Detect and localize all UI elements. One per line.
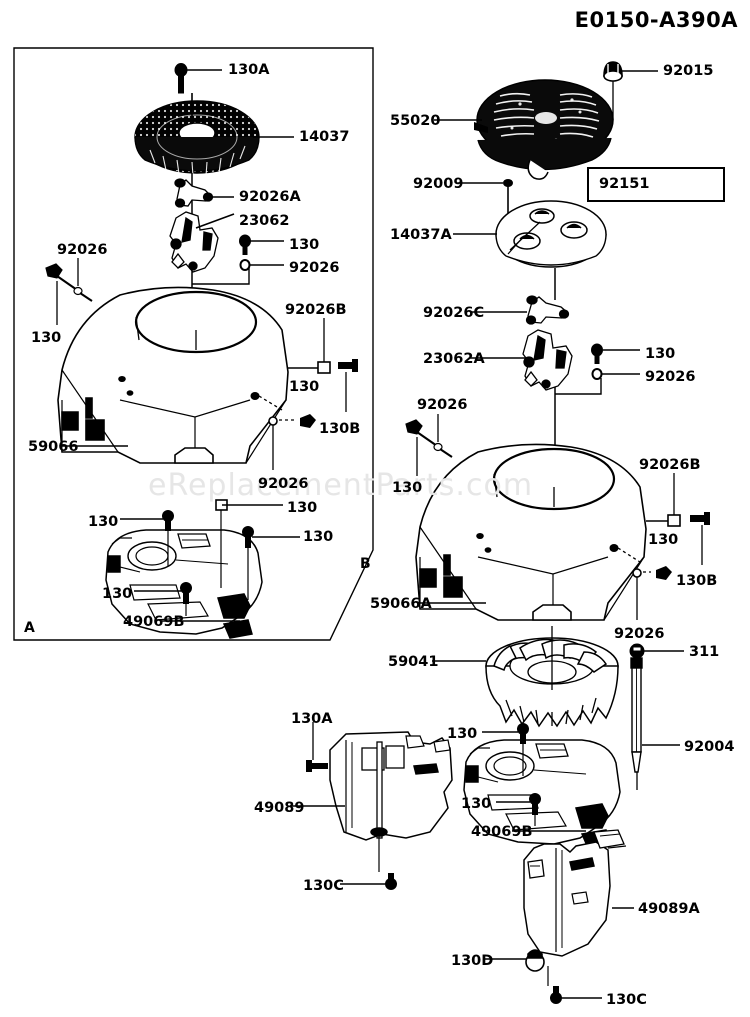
callout-label-92026b[interactable]: 92026B (639, 457, 701, 473)
part-92026-left-clip (45, 263, 93, 302)
inset-box-92151: 92151 (587, 167, 725, 202)
callout-label-49069b[interactable]: 49069B (123, 614, 185, 630)
callout-label-92026[interactable]: 92026 (614, 626, 665, 642)
callout-label-130[interactable]: 130 (287, 500, 318, 516)
part-92015-cap-nut (603, 61, 623, 82)
part-92026c-clamp (525, 295, 570, 325)
callout-label-130d[interactable]: 130D (451, 953, 494, 969)
callout-label-49089a[interactable]: 49089A (638, 901, 700, 917)
part-130a-bottom-bolt (306, 760, 328, 772)
callout-label-92026[interactable]: 92026 (645, 369, 696, 385)
part-59066-blower-housing (57, 286, 289, 464)
part-49089-shroud (329, 731, 453, 841)
callout-label-55020[interactable]: 55020 (390, 113, 441, 129)
callout-label-92026a[interactable]: 92026A (239, 189, 301, 205)
callout-label-130[interactable]: 130 (303, 529, 334, 545)
callout-label-130c[interactable]: 130C (606, 992, 647, 1008)
callout-label-59041[interactable]: 59041 (388, 654, 439, 670)
part-49069b-baffle-right (463, 739, 621, 849)
part-311-spring-cap (629, 643, 645, 659)
callout-label-92009[interactable]: 92009 (413, 176, 464, 192)
callout-label-49089[interactable]: 49089 (254, 800, 305, 816)
part-23062a-bracket (522, 329, 573, 391)
callout-label-130[interactable]: 130 (102, 586, 133, 602)
callout-label-59066[interactable]: 59066 (28, 439, 79, 455)
part-130-left-nut (300, 414, 316, 428)
part-130-right-nut (656, 566, 672, 580)
callout-label-14037a[interactable]: 14037A (390, 227, 452, 243)
callout-label-92026[interactable]: 92026 (417, 397, 468, 413)
part-130-right-bolt (591, 343, 603, 364)
part-49069b-baffle (105, 529, 263, 639)
part-59066a-blower-housing (415, 443, 647, 621)
callout-label-130[interactable]: 130 (392, 480, 423, 496)
callout-label-130[interactable]: 130 (31, 330, 62, 346)
callout-label-130b[interactable]: 130B (676, 573, 718, 589)
callout-label-92026[interactable]: 92026 (258, 476, 309, 492)
callout-label-92026c[interactable]: 92026C (423, 305, 485, 321)
callout-label-92004[interactable]: 92004 (684, 739, 735, 755)
callout-label-23062[interactable]: 23062 (239, 213, 290, 229)
part-23062-bracket (169, 211, 219, 273)
part-55020-recoil-starter (474, 79, 614, 180)
part-92026a-clamp (174, 178, 214, 208)
group-box-marker-b: B (360, 556, 371, 572)
callout-label-49069b[interactable]: 49069B (471, 824, 533, 840)
part-130b-left-bolt (338, 359, 358, 372)
group-box-a (13, 47, 374, 641)
part-59041-cooling-fan (485, 626, 619, 728)
part-130c-bolt-bottom (550, 986, 562, 1004)
callout-label-130a[interactable]: 130A (228, 62, 270, 78)
callout-label-92015[interactable]: 92015 (663, 63, 714, 79)
part-130d-bolt (525, 949, 545, 972)
part-130a-left (174, 63, 188, 94)
callout-label-130[interactable]: 130 (289, 237, 320, 253)
callout-label-130c[interactable]: 130C (303, 878, 344, 894)
part-92026-right-clip (405, 419, 453, 458)
callout-label-92026[interactable]: 92026 (289, 260, 340, 276)
part-130-left-mid (239, 234, 251, 255)
part-130c-bolt-left (385, 873, 397, 890)
callout-label-23062a[interactable]: 23062A (423, 351, 485, 367)
callout-label-92026[interactable]: 92026 (57, 242, 108, 258)
part-92004-rod (630, 657, 643, 773)
callout-label-311[interactable]: 311 (689, 644, 720, 660)
callout-label-130[interactable]: 130 (645, 346, 676, 362)
part-14037a-flywheel-screen (495, 200, 607, 268)
callout-label-14037[interactable]: 14037 (299, 129, 350, 145)
callout-label-130b[interactable]: 130B (319, 421, 361, 437)
part-92026-left-washer (239, 259, 251, 271)
callout-label-130[interactable]: 130 (88, 514, 119, 530)
callout-label-130[interactable]: 130 (447, 726, 478, 742)
part-49089a-shroud (523, 829, 627, 957)
callout-label-92026b[interactable]: 92026B (285, 302, 347, 318)
inset-label-92151: 92151 (599, 176, 650, 192)
group-box-marker-a: A (24, 620, 35, 636)
part-130-baffle-bolts-right (517, 723, 541, 826)
callout-label-130[interactable]: 130 (648, 532, 679, 548)
callout-label-130a[interactable]: 130A (291, 711, 333, 727)
part-14037-fan-screen (134, 100, 260, 177)
part-130-baffle-bolts-left (162, 499, 254, 616)
callout-label-59066a[interactable]: 59066A (370, 596, 432, 612)
callout-label-130[interactable]: 130 (289, 379, 320, 395)
part-130b-right-bolt (690, 512, 710, 525)
callout-label-130[interactable]: 130 (461, 796, 492, 812)
page-title: E0150-A390A (574, 8, 738, 32)
